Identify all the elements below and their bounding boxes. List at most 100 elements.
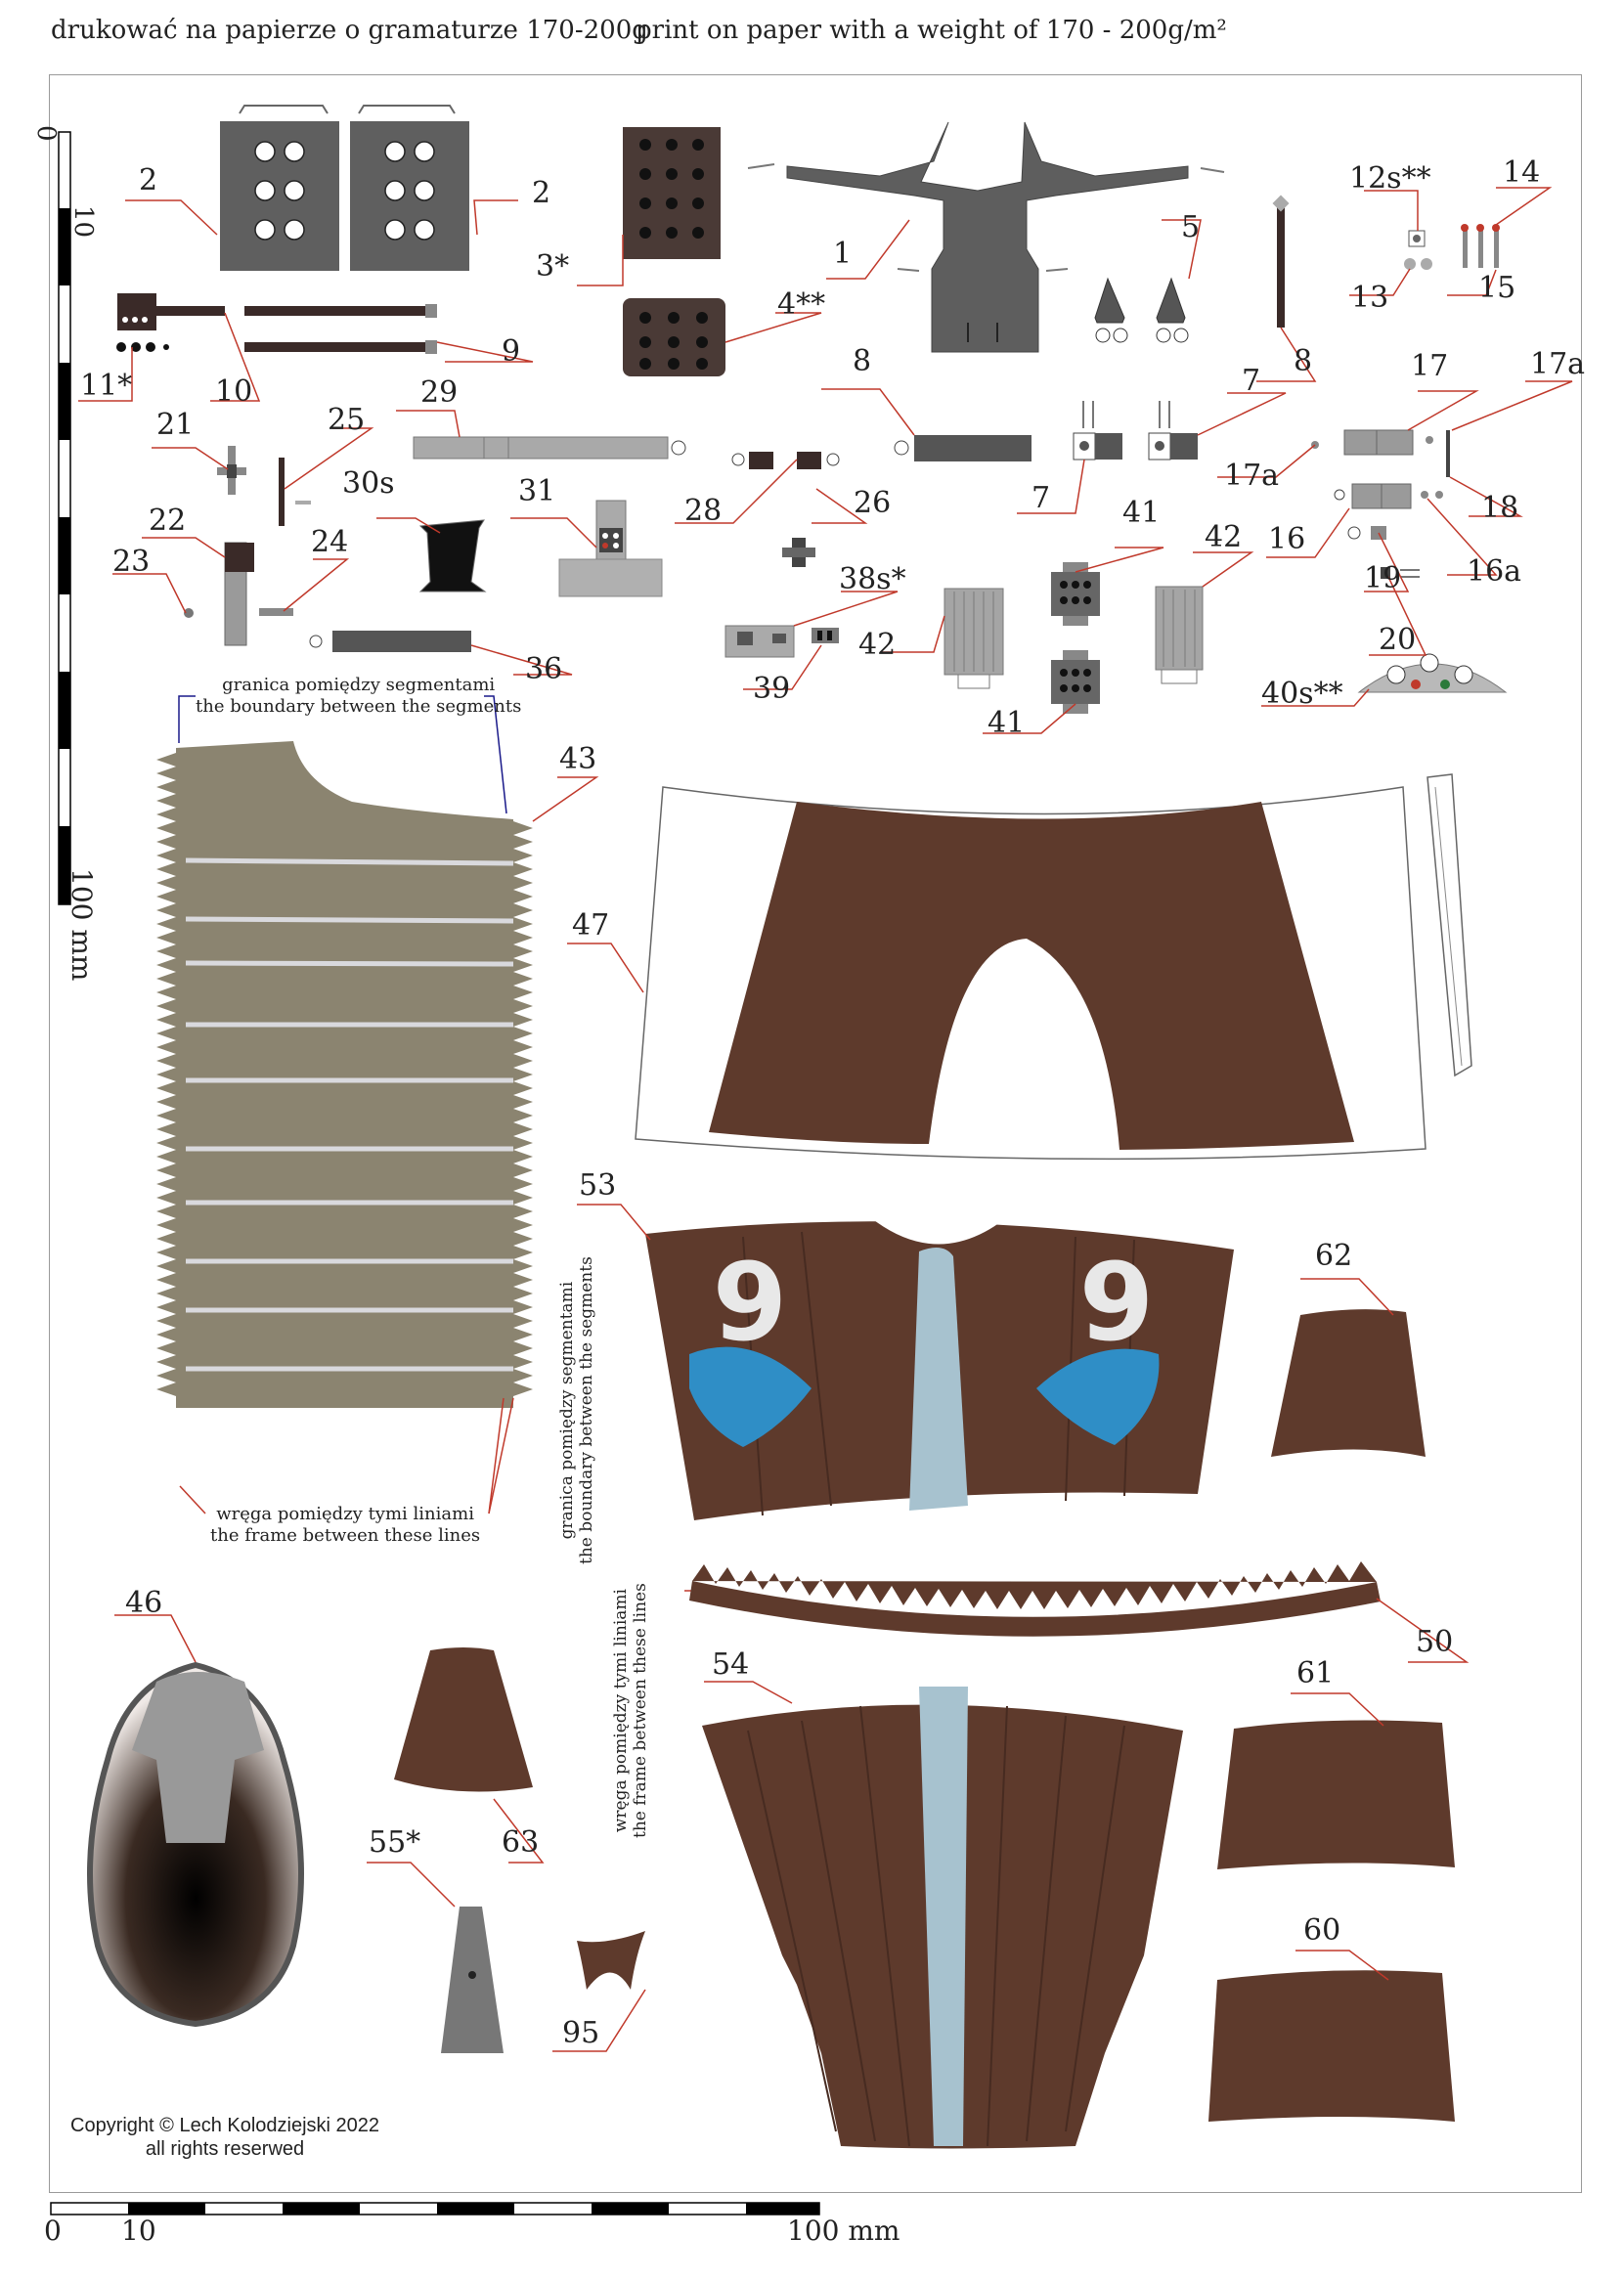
part-label: 24 bbox=[311, 525, 349, 559]
copyright-notice: Copyright © Lech Kolodziejski 2022 all r… bbox=[70, 2114, 379, 2161]
parts-41-42 bbox=[944, 562, 1204, 714]
part-label: 95 bbox=[562, 2016, 600, 2050]
part-label: 60 bbox=[1303, 1913, 1341, 1948]
part-label: 14 bbox=[1503, 155, 1541, 190]
part-2-panels bbox=[220, 105, 469, 271]
part-label: 47 bbox=[572, 908, 610, 943]
part-label: 16a bbox=[1467, 554, 1522, 589]
part-label: 17a bbox=[1530, 347, 1586, 381]
copyright-line-2: all rights reserwed bbox=[145, 2138, 305, 2160]
parts-12-15 bbox=[1404, 224, 1500, 270]
part-55 bbox=[441, 1907, 504, 2053]
frame-note-pl: wręga pomiędzy tymi liniami bbox=[216, 1504, 474, 1524]
part-label: 40s** bbox=[1261, 677, 1343, 711]
part-label: 63 bbox=[502, 1825, 540, 1860]
copyright-line-1: Copyright © Lech Kolodziejski 2022 bbox=[70, 2115, 380, 2136]
part-43-fuselage-panel bbox=[156, 741, 533, 1408]
part-label: 42 bbox=[1205, 520, 1243, 554]
part-label: 3* bbox=[536, 249, 570, 284]
part-label: 8 bbox=[853, 344, 872, 378]
part-label: 2 bbox=[532, 176, 551, 210]
part-5-pieces bbox=[1094, 277, 1189, 343]
part-label: 2 bbox=[139, 163, 158, 197]
part-label: 18 bbox=[1481, 491, 1519, 525]
parts-sheet-border bbox=[49, 74, 1582, 2193]
left-scale-ten: 10 bbox=[68, 205, 98, 239]
part-label: 19 bbox=[1364, 561, 1402, 595]
part-label: 28 bbox=[684, 494, 723, 528]
part-label: 4** bbox=[777, 287, 826, 322]
frame-note-en: the frame between these lines bbox=[210, 1525, 481, 1546]
part-54-fuselage-panel bbox=[702, 1687, 1183, 2149]
segment-boundary-note-pl: granica pomiędzy segmentami bbox=[222, 675, 496, 695]
part-53-fuselage-decal-panel: 6 6 bbox=[645, 1217, 1234, 1520]
side-boundary-note-en: the boundary between the segments bbox=[577, 1256, 596, 1564]
part-47-wing-panel bbox=[635, 773, 1472, 1161]
parts-16-20 bbox=[1311, 429, 1450, 579]
part-label: 55* bbox=[369, 1825, 421, 1860]
left-scale-bar bbox=[58, 131, 71, 905]
part-label: 54 bbox=[712, 1647, 750, 1682]
bottom-scale-bar bbox=[50, 2202, 820, 2215]
segment-boundary-note: granica pomiędzy segmentami the boundary… bbox=[196, 675, 521, 718]
part-29-bar bbox=[413, 436, 686, 460]
frame-note: wręga pomiędzy tymi liniami the frame be… bbox=[210, 1504, 480, 1547]
part-label: 7 bbox=[1031, 481, 1051, 515]
bottom-scale-zero: 0 bbox=[44, 2215, 62, 2247]
part-label: 22 bbox=[149, 504, 187, 538]
parts-30s-31 bbox=[418, 500, 663, 597]
part-label: 31 bbox=[518, 474, 556, 508]
part-label: 17a bbox=[1224, 459, 1280, 493]
part-label: 16 bbox=[1268, 522, 1306, 556]
part-label: 61 bbox=[1296, 1656, 1335, 1690]
part-3-4-panels bbox=[623, 127, 725, 376]
part-label: 39 bbox=[753, 672, 791, 706]
part-40s-instrument-panel bbox=[1357, 653, 1508, 693]
segment-boundary-arrows bbox=[178, 695, 507, 814]
part-label: 1 bbox=[833, 237, 853, 271]
decal-number-right: 6 bbox=[1078, 1236, 1154, 1361]
left-scale-hundred: 100 mm bbox=[66, 868, 98, 982]
part-label: 17 bbox=[1411, 349, 1449, 383]
part-label: 21 bbox=[156, 408, 195, 442]
frame-arrows bbox=[179, 1397, 692, 1592]
part-label: 11* bbox=[80, 369, 133, 403]
part-label: 20 bbox=[1379, 623, 1417, 657]
part-63 bbox=[394, 1647, 533, 1792]
part-61 bbox=[1217, 1720, 1455, 1869]
parts-21-25 bbox=[184, 446, 311, 646]
segment-boundary-note-en: the boundary between the segments bbox=[196, 696, 522, 717]
part-label: 41 bbox=[988, 706, 1026, 740]
parts-28-26 bbox=[731, 452, 840, 567]
bottom-scale-ten: 10 bbox=[121, 2215, 156, 2247]
parts-7-clips bbox=[1073, 401, 1198, 461]
part-46-canopy bbox=[87, 1661, 304, 2028]
part-label: 25 bbox=[328, 403, 366, 437]
side-boundary-note-pl: granica pomiędzy segmentami bbox=[557, 1281, 577, 1540]
part-label: 12s** bbox=[1349, 161, 1431, 196]
decal-number-left: 6 bbox=[712, 1236, 787, 1361]
part-60 bbox=[1208, 1970, 1455, 2122]
part-label: 13 bbox=[1351, 281, 1389, 315]
part-label: 7 bbox=[1242, 364, 1261, 398]
part-label: 5 bbox=[1181, 210, 1201, 244]
part-62 bbox=[1271, 1309, 1426, 1457]
part-label: 30s bbox=[342, 466, 395, 501]
part-label: 53 bbox=[579, 1168, 617, 1203]
leader-lines bbox=[78, 187, 1573, 2052]
part-1-frame bbox=[747, 121, 1225, 353]
side-frame-note-pl: wręga pomiędzy tymi liniami bbox=[611, 1589, 631, 1833]
print-instruction-polish: drukować na papierze o gramaturze 170-20… bbox=[51, 16, 648, 45]
part-label: 8 bbox=[1294, 344, 1313, 378]
parts-36-38s-39 bbox=[309, 625, 839, 658]
part-50-strip bbox=[689, 1561, 1381, 1637]
print-instruction-english: print on paper with a weight of 170 - 20… bbox=[636, 16, 1227, 45]
part-label: 36 bbox=[525, 652, 563, 686]
part-label: 15 bbox=[1478, 271, 1516, 305]
part-label: 41 bbox=[1122, 496, 1161, 530]
part-label: 10 bbox=[215, 374, 253, 409]
parts-9-10-11 bbox=[116, 293, 437, 354]
bottom-scale-hundred: 100 mm bbox=[787, 2215, 900, 2247]
part-label: 50 bbox=[1416, 1625, 1454, 1659]
